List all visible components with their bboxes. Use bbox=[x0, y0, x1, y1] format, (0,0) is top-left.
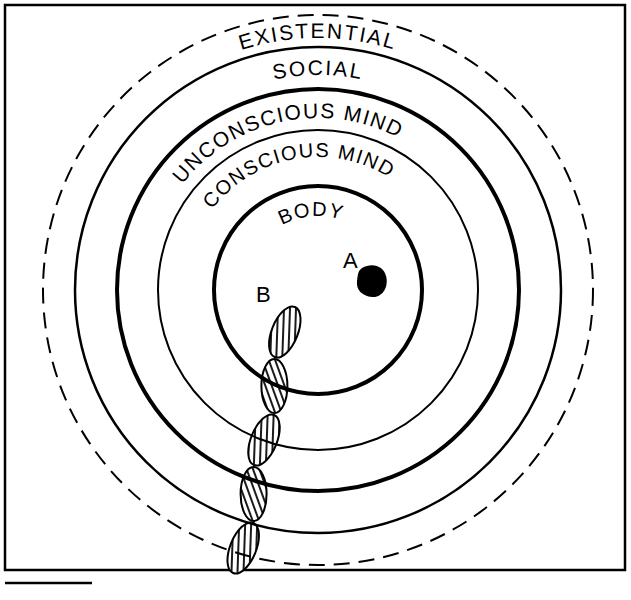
ring-label-group: EXISTENTIAL bbox=[236, 19, 400, 54]
ring-circle bbox=[75, 47, 561, 533]
ring-label-text: BODY bbox=[274, 195, 349, 230]
ring-label-group: SOCIAL bbox=[271, 56, 366, 83]
callout-letter: B bbox=[256, 282, 271, 307]
ring-outline bbox=[158, 130, 478, 450]
ring-region: EXISTENTIALSOCIAL UNCONSCIOUS MINDCONSCIO… bbox=[43, 15, 593, 565]
ring-label-layer: EXISTENTIAL bbox=[43, 15, 593, 565]
ring-region: UNCONSCIOUS MINDCONSCIOUS MINDBODY bbox=[117, 89, 519, 491]
ring-circle bbox=[214, 186, 422, 394]
frame-border bbox=[5, 5, 625, 570]
ring-label-layer: CONSCIOUS MIND bbox=[158, 130, 478, 450]
helix-lobe bbox=[263, 302, 307, 362]
ring-label: BODY bbox=[274, 195, 349, 230]
ring-region: CONSCIOUS MINDBODY bbox=[158, 130, 478, 450]
ring-label-text: SOCIAL bbox=[271, 56, 366, 83]
ring-label-group: BODY bbox=[274, 195, 349, 230]
ring-region: SOCIAL UNCONSCIOUS MINDCONSCIOUS MINDBODY bbox=[75, 47, 561, 533]
ring-label-layer: BODY bbox=[214, 186, 422, 394]
ring-circle bbox=[158, 130, 478, 450]
ring-label: SOCIAL bbox=[271, 56, 366, 83]
footnote-rule bbox=[5, 582, 92, 585]
callout-wrap: A bbox=[343, 248, 358, 274]
ring-circle bbox=[43, 15, 593, 565]
ring-region: BODY bbox=[214, 186, 422, 394]
callout-letter: A bbox=[343, 248, 358, 273]
ring-outline bbox=[43, 15, 593, 565]
helix-lobe bbox=[221, 518, 265, 578]
ring-label: EXISTENTIAL bbox=[236, 19, 400, 54]
blob-a bbox=[357, 265, 387, 297]
callout-wrap: B bbox=[256, 282, 271, 308]
ring-label-text: EXISTENTIAL bbox=[236, 19, 400, 54]
ring-circle bbox=[117, 89, 519, 491]
